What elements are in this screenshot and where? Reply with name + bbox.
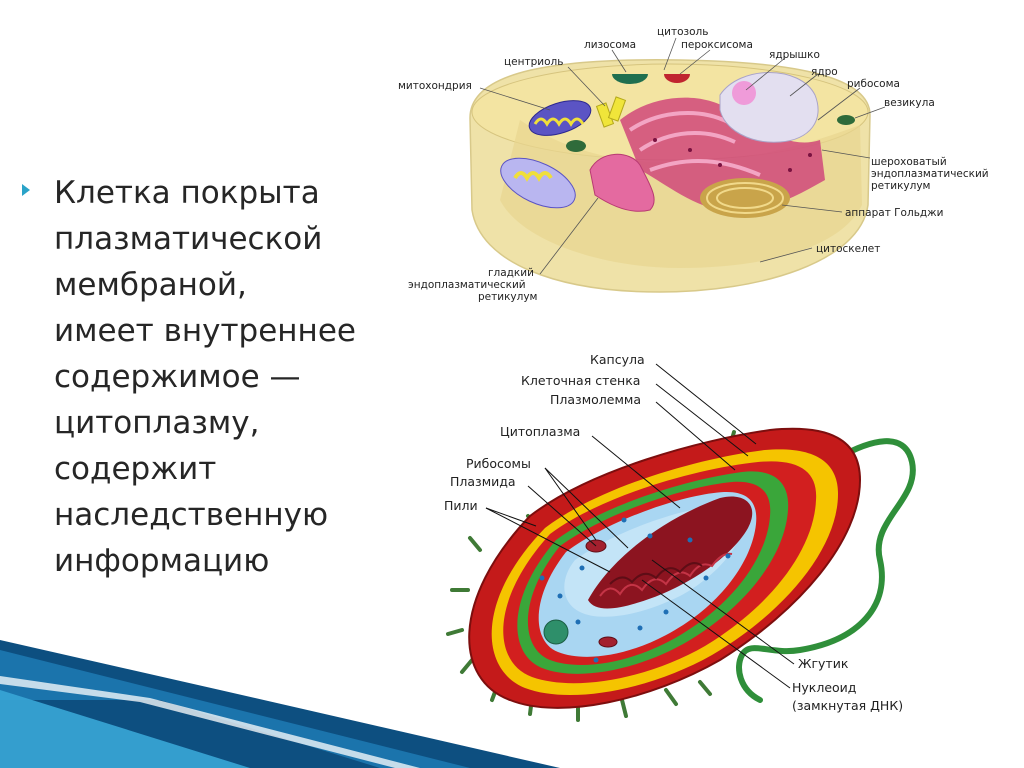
flagellum <box>736 438 916 703</box>
bullet-line: цитоплазму, <box>54 405 260 441</box>
label-vesicle: везикула <box>884 97 935 109</box>
label-ribosome: рибосома <box>847 78 900 90</box>
vesicle <box>566 140 586 152</box>
label-nucleoid-line1: Нуклеоид <box>792 680 856 695</box>
bullet-line: информацию <box>54 543 270 579</box>
label-nucleolus: ядрышко <box>769 49 820 61</box>
label-centriole: центриоль <box>504 56 563 68</box>
lysosome <box>612 74 648 84</box>
label-plasmalemma: Плазмолемма <box>550 392 641 407</box>
label-golgi: аппарат Гольджи <box>845 207 943 219</box>
peroxisome <box>664 74 690 83</box>
ribosomes <box>539 517 731 663</box>
label-capsule: Капсула <box>590 352 645 367</box>
label-smooth-er-line3: ретикулум <box>478 291 537 303</box>
label-rough-er-line1: шероховатый <box>871 156 947 168</box>
label-nucleus: ядро <box>811 66 838 78</box>
label-flagellum: Жгутик <box>798 656 849 671</box>
label-cytosol: цитозоль <box>657 26 708 38</box>
bullet-line: Клетка покрыта <box>54 175 320 211</box>
storage-granule <box>543 619 569 645</box>
stripe-white <box>0 676 420 768</box>
stripe-light <box>0 690 250 768</box>
label-rough-er-line3: ретикулум <box>871 180 930 192</box>
animal-cell-leader-lines <box>479 37 886 275</box>
bullet-line: мембраной, <box>54 267 247 303</box>
mitochondria <box>500 100 592 209</box>
label-rough-er-line2: эндоплазматический <box>871 168 989 180</box>
bacterium-leader-lines <box>485 363 795 689</box>
centriole <box>595 96 627 128</box>
bullet-line: наследственную <box>54 497 329 533</box>
bullet-line: имеет внутреннее <box>54 313 356 349</box>
stripe-mid <box>0 650 470 768</box>
bullet-arrow-icon <box>22 184 30 196</box>
bullet-line: содержимое — <box>54 359 301 395</box>
nucleoid <box>588 496 753 609</box>
label-cytoplasm: Цитоплазма <box>500 424 580 439</box>
label-plasmid: Плазмида <box>450 474 516 489</box>
label-lysosome: лизосома <box>584 39 636 51</box>
label-smooth-er-line2: эндоплазматический <box>408 279 526 291</box>
bullet-line: содержит <box>54 451 217 487</box>
golgi-apparatus <box>700 178 790 218</box>
label-smooth-er-line1: гладкий <box>488 267 534 279</box>
label-pili: Пили <box>444 498 478 513</box>
label-cell-wall: Клеточная стенка <box>521 373 640 388</box>
label-nucleoid-line2: (замкнутая ДНК) <box>792 698 903 713</box>
bullet-line: плазматической <box>54 221 323 257</box>
label-mitochondria: митохондрия <box>398 80 472 92</box>
vesicle <box>837 115 855 125</box>
label-ribosomes: Рибосомы <box>466 456 531 471</box>
bullet-text: Клетка покрыта плазматической мембраной,… <box>54 170 404 584</box>
label-peroxisome: пероксисома <box>681 39 753 51</box>
label-cytoskeleton: цитоскелет <box>816 243 880 255</box>
smooth-er <box>589 153 655 212</box>
